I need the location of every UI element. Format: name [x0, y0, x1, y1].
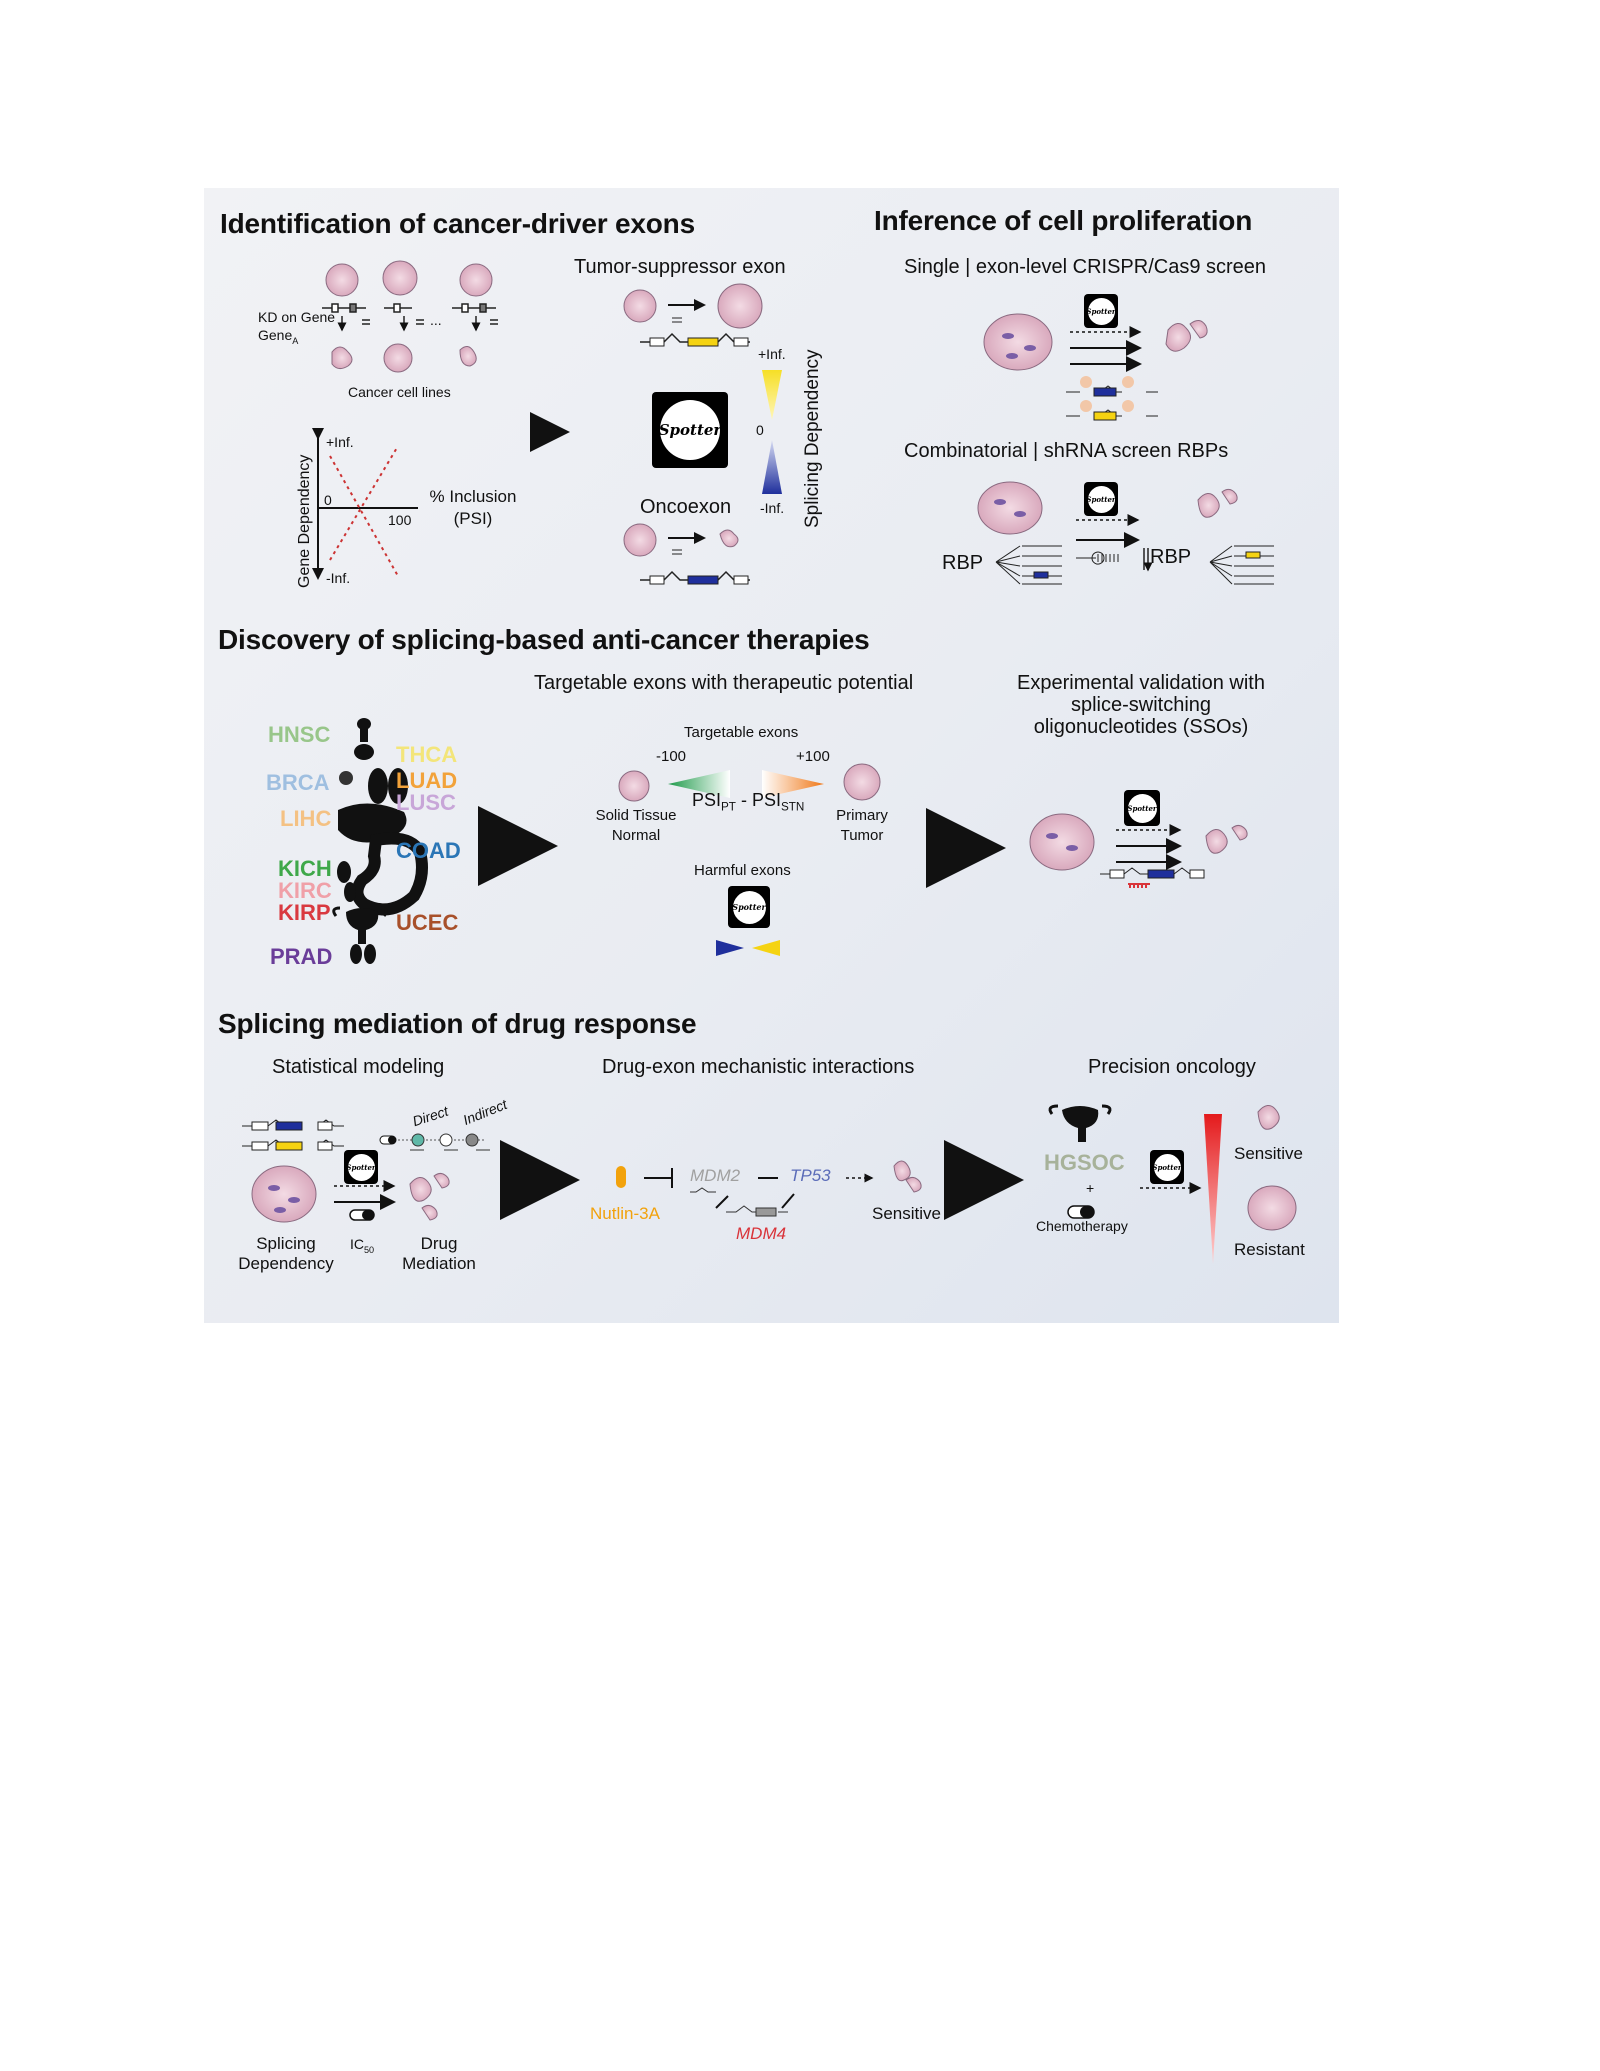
section-title-drug-response: Splicing mediation of drug response — [218, 1008, 697, 1039]
spotter-logo: Spotter — [1084, 294, 1118, 328]
psi-formula: PSIPT - PSISTN — [692, 790, 805, 814]
splicing-dependency-axis-label: Splicing Dependency — [802, 349, 823, 528]
oncoexon-label: Oncoexon — [640, 496, 732, 518]
plus-label: + — [1086, 1180, 1095, 1196]
crispr-screen-illustration — [983, 313, 1208, 421]
spotter-logo: Spotter — [1084, 482, 1118, 516]
normal-cell-icon — [618, 770, 650, 802]
mechanistic-label: Drug-exon mechanistic interactions — [602, 1056, 915, 1078]
zero-label: 0 — [324, 492, 332, 508]
cancer-type-kirc: KIRC — [278, 878, 332, 903]
plus-inf-label: +Inf. — [326, 434, 354, 450]
single-screen-label: Single | exon-level CRISPR/Cas9 screen — [904, 256, 1267, 278]
targetable-header: Targetable exons with therapeutic potent… — [534, 672, 914, 694]
cancer-type-luad: LUAD — [396, 768, 458, 793]
cancer-type-coad: COAD — [396, 838, 461, 863]
cancer-type-hnsc: HNSC — [268, 722, 331, 747]
cell-lines-label: Cancer cell lines — [348, 384, 451, 400]
negative-dependency-triangle — [762, 440, 782, 494]
mdm4-label: MDM4 — [736, 1224, 787, 1243]
rbp-left-label: RBP — [942, 552, 984, 574]
sensitive-mid-label: Sensitive — [872, 1204, 941, 1223]
chemotherapy-label: Chemotherapy — [1036, 1218, 1128, 1234]
cancer-type-ucec: UCEC — [396, 910, 459, 935]
uterus-icon — [1048, 1104, 1112, 1142]
response-gradient-triangle — [1204, 1114, 1222, 1264]
combinatorial-screen-label: Combinatorial | shRNA screen RBPs — [904, 440, 1229, 462]
hundred-label: 100 — [388, 512, 412, 528]
gene-dependency-axis-label: Gene Dependency — [296, 454, 313, 588]
cell-cluster-icon — [331, 343, 477, 373]
tumor-cell-icon — [843, 763, 881, 801]
green-gradient-triangle — [668, 770, 730, 798]
oncoexon-illustration — [623, 523, 750, 585]
cancer-type-thca: THCA — [396, 742, 458, 767]
cancer-type-kirp: KIRP — [278, 900, 331, 925]
kd-label-line2: GeneA — [258, 327, 299, 346]
cancer-type-lihc: LIHC — [280, 806, 332, 831]
spotter-logo: Spotter — [728, 886, 770, 928]
precision-oncology-label: Precision oncology — [1088, 1056, 1256, 1078]
sso-validation-illustration — [1029, 813, 1248, 888]
plus100-label: +100 — [796, 748, 830, 765]
mechanism-illustration — [616, 1160, 922, 1217]
resistant-label: Resistant — [1234, 1240, 1305, 1259]
splicing-minus-inf: -Inf. — [760, 500, 785, 516]
cell-cluster-icon — [325, 260, 493, 297]
tp53-label: TP53 — [790, 1166, 831, 1185]
minus100-label: -100 — [656, 748, 687, 765]
sensitive-label: Sensitive — [1234, 1144, 1303, 1163]
harmful-yellow-triangle — [752, 940, 780, 956]
spotter-logo: Spotter — [1150, 1150, 1184, 1184]
splicing-zero: 0 — [756, 422, 764, 438]
gene-dependency-plot — [312, 428, 418, 580]
cancer-type-lusc: LUSC — [396, 790, 456, 815]
ic50-label: IC50 — [350, 1236, 375, 1255]
hgsoc-label: HGSOC — [1044, 1150, 1125, 1175]
section-title-cancer-driver: Identification of cancer-driver exons — [220, 208, 695, 239]
spotter-logo: Spotter — [652, 392, 728, 468]
spotter-logo: Spotter — [344, 1150, 378, 1184]
cell-response-icons — [1247, 1105, 1297, 1231]
kd-label: KD on Gene — [258, 309, 336, 325]
splicing-plus-inf: +Inf. — [758, 346, 786, 362]
gene-knockdown-icon — [322, 303, 498, 332]
shrna-screen-illustration — [977, 481, 1274, 585]
section-title-proliferation: Inference of cell proliferation — [874, 205, 1253, 236]
ellipsis: ... — [430, 312, 442, 328]
targetable-exons-label: Targetable exons — [684, 724, 799, 741]
minus-inf-label: -Inf. — [326, 570, 351, 586]
cancer-type-prad: PRAD — [270, 944, 333, 969]
spotter-logo: Spotter — [1124, 790, 1160, 826]
rbp-right-label: RBP — [1150, 546, 1192, 568]
statistical-modeling-label: Statistical modeling — [272, 1056, 445, 1078]
cancer-type-kich: KICH — [278, 856, 332, 881]
section-title-therapies: Discovery of splicing-based anti-cancer … — [218, 624, 870, 655]
cancer-type-brca: BRCA — [266, 770, 330, 795]
harmful-blue-triangle — [716, 940, 744, 956]
positive-dependency-triangle — [762, 370, 782, 420]
mdm2-label: MDM2 — [690, 1166, 741, 1185]
statistical-model-illustration — [242, 1119, 490, 1223]
nutlin-label: Nutlin-3A — [590, 1204, 660, 1223]
tumor-suppressor-label: Tumor-suppressor exon — [574, 256, 786, 278]
harmful-exons-label: Harmful exons — [694, 862, 791, 879]
tumor-suppressor-illustration — [623, 283, 763, 347]
orange-gradient-triangle — [762, 770, 824, 798]
body-organs-icon — [332, 718, 428, 964]
psi-axis-label: % Inclusion(PSI) — [429, 487, 517, 528]
